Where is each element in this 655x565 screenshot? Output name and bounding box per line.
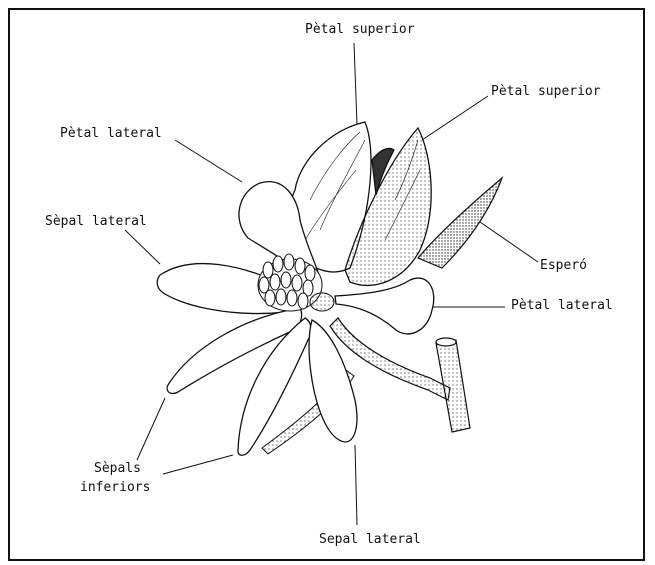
label-sepal-lateral-bottom: Sepal lateral (319, 532, 421, 547)
label-espero: Esperó (540, 258, 587, 273)
label-sepals-inferiors-line1: Sèpals (94, 461, 141, 476)
leader-espero (480, 222, 538, 262)
label-petal-superior-right: Pètal superior (491, 84, 601, 99)
label-sepals-inferiors-line2: inferiors (80, 480, 150, 495)
leader-petal-superior-right (422, 96, 488, 140)
leader-petal-lateral-left (175, 140, 242, 182)
leader-sepal-lateral-bottom (355, 445, 357, 525)
leader-sepals-inferiors-2 (163, 455, 233, 474)
leader-sepal-lateral-left (125, 230, 160, 264)
label-petal-lateral-left: Pètal lateral (60, 126, 162, 141)
label-sepal-lateral-left: Sèpal lateral (45, 214, 147, 229)
label-petal-superior-top: Pètal superior (305, 22, 415, 37)
leader-petal-superior-top (354, 43, 357, 125)
label-petal-lateral-right: Pètal lateral (511, 298, 613, 313)
petal-lateral-right-shape (335, 278, 434, 334)
leader-sepals-inferiors-1 (137, 398, 165, 460)
